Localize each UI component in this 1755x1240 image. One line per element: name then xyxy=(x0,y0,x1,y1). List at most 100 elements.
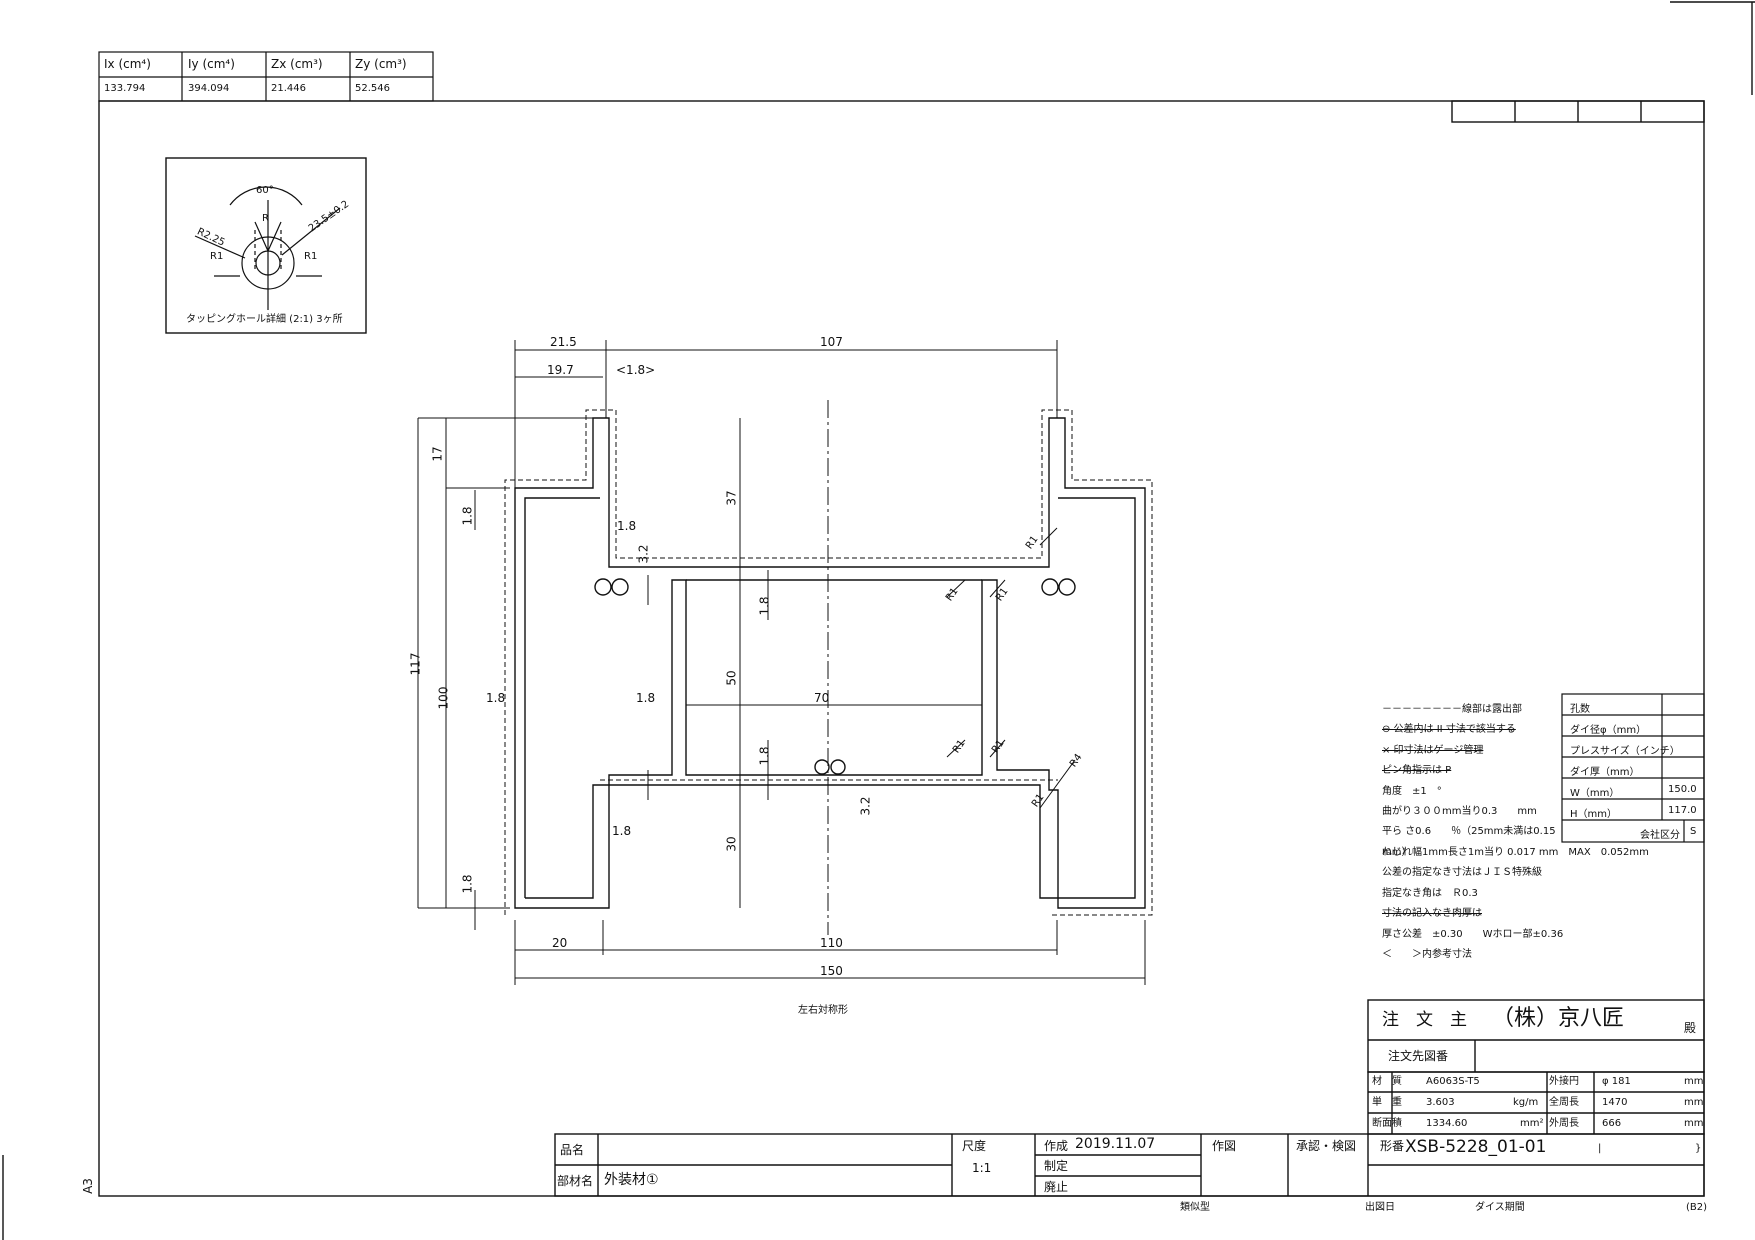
spec-label: ダイ厚（mm） xyxy=(1570,767,1640,778)
gap-2: 3.2 xyxy=(858,796,873,816)
area-label: 断面積 xyxy=(1372,1118,1402,1129)
thk-8: 1.8 xyxy=(460,874,475,894)
thk-4: 1.8 xyxy=(486,691,506,705)
note-line: ＜ ＞内参考寸法 xyxy=(1382,949,1472,961)
note-line: 厚さ公差 ±0.30 Wホロー部±0.36 xyxy=(1382,928,1564,940)
spec-grid xyxy=(1561,693,1705,843)
exposed-outline xyxy=(504,409,1153,916)
model-tail-1: | xyxy=(1598,1143,1602,1154)
outer-value: 666 xyxy=(1602,1118,1622,1129)
dim-20: 20 xyxy=(552,936,568,950)
perimeter-value: 1470 xyxy=(1602,1097,1628,1108)
dim-21-5: 21.5 xyxy=(550,335,577,349)
area-value: 1334.60 xyxy=(1426,1118,1468,1129)
paper-size: A3 xyxy=(80,1178,95,1194)
zy-value: 52.546 xyxy=(355,83,390,94)
scale-label: 尺度 xyxy=(962,1139,987,1153)
spec-label: H（mm） xyxy=(1570,809,1618,820)
outer-unit: mm xyxy=(1684,1118,1704,1129)
part-name-value: 外装材① xyxy=(604,1172,659,1188)
dim-37: 37 xyxy=(724,490,739,506)
dimension-lines xyxy=(417,340,1146,985)
general-notes-2: ねじれ幅1mm長さ1m当り 0.017 mm MAX 0.052mm 公差の指定… xyxy=(1382,843,1649,965)
symmetry-note: 左右対称形 xyxy=(798,1005,848,1016)
note-line: 寸法の記入なき肉厚は xyxy=(1382,908,1482,920)
iy-value: 394.094 xyxy=(188,83,230,94)
ix-header: Ix (cm⁴) xyxy=(104,57,151,71)
gap-1: 3.2 xyxy=(636,544,651,564)
dim-19-7: 19.7 xyxy=(547,363,574,377)
dim-50: 50 xyxy=(724,670,739,686)
zy-header: Zy (cm³) xyxy=(355,57,407,71)
approved-label: 承認・検図 xyxy=(1296,1139,1357,1153)
drawing-no-label: 注文先図番 xyxy=(1388,1049,1449,1063)
detail-box xyxy=(165,157,367,334)
weight-value: 3.603 xyxy=(1426,1097,1455,1108)
thk-3: 1.8 xyxy=(757,596,772,616)
thk-1: 1.8 xyxy=(460,506,475,526)
note-line: ねじれ幅1mm長さ1m当り 0.017 mm MAX 0.052mm xyxy=(1382,847,1649,858)
die-period-label: ダイス期間 xyxy=(1475,1202,1525,1213)
note-line: ⊖ 公差内は II 寸法で該当する xyxy=(1382,724,1516,736)
general-notes: －－－－－－－－線部は露出部 ⊖ 公差内は II 寸法で該当する × 印寸法はゲ… xyxy=(1382,700,1557,863)
profile-outline xyxy=(514,417,1146,909)
item-name-label: 品名 xyxy=(560,1143,585,1157)
client-name: （株）京八匠 xyxy=(1492,1006,1625,1031)
area-unit: mm² xyxy=(1520,1118,1544,1129)
note-line: × 印寸法はゲージ管理 xyxy=(1382,744,1484,756)
circ-label: 外接円 xyxy=(1549,1076,1579,1087)
outer-label: 外周長 xyxy=(1549,1118,1579,1129)
note-line: 公差の指定なき寸法はＪＩＳ特殊級 xyxy=(1382,867,1542,879)
dim-110: 110 xyxy=(820,936,843,950)
enacted-label: 制定 xyxy=(1044,1159,1069,1173)
note-line: －－－－－－－－線部は露出部 xyxy=(1382,704,1522,715)
mat-value: A6063S-T5 xyxy=(1426,1076,1480,1087)
abolished-label: 廃止 xyxy=(1044,1180,1069,1194)
spec-label: プレスサイズ（インチ） xyxy=(1570,746,1680,757)
model-tail-2: } xyxy=(1695,1143,1702,1154)
similar-label: 類似型 xyxy=(1180,1202,1210,1213)
perimeter-unit: mm xyxy=(1684,1097,1704,1108)
mat-label: 材 質 xyxy=(1372,1076,1402,1087)
client-suffix: 殿 xyxy=(1684,1021,1697,1035)
spec-label: 会社区分 xyxy=(1640,830,1680,841)
detail-r: R xyxy=(262,213,269,224)
spec-h-value: 117.0 xyxy=(1668,805,1697,816)
ix-value: 133.794 xyxy=(104,83,146,94)
thk-2: 1.8 xyxy=(617,519,637,533)
part-name-label: 部材名 xyxy=(557,1174,594,1188)
dim-30: 30 xyxy=(724,836,739,852)
note-line: 曲がり３００mm当り0.3 mm xyxy=(1382,806,1537,818)
section-props-grid xyxy=(98,51,434,102)
created-label: 作成 xyxy=(1044,1139,1069,1153)
weight-label: 単 重 xyxy=(1372,1097,1402,1108)
zx-header: Zx (cm³) xyxy=(271,57,323,71)
dim-117: 117 xyxy=(408,652,423,676)
circ-unit: mm xyxy=(1684,1076,1704,1087)
detail-r1-left: R1 xyxy=(210,251,224,262)
spec-w-value: 150.0 xyxy=(1668,784,1697,795)
note-line: 角度 ±1 ° xyxy=(1382,785,1442,797)
detail-caption: タッピングホール詳細 (2:1) 3ヶ所 xyxy=(186,314,343,325)
thk-6: 1.8 xyxy=(757,746,772,766)
spec-label: W（mm） xyxy=(1570,788,1620,799)
dim-17: 17 xyxy=(430,446,445,462)
detail-r1-right: R1 xyxy=(304,251,318,262)
title-block-grid xyxy=(554,999,1705,1197)
spec-label: ダイ径φ（mm） xyxy=(1570,725,1647,736)
thk-7: 1.8 xyxy=(612,824,632,838)
model-label: 形番 xyxy=(1380,1139,1405,1153)
dim-100: 100 xyxy=(436,686,451,710)
note-line: ピン角指示は P xyxy=(1382,765,1452,777)
model-number: XSB-5228_01-01 xyxy=(1405,1137,1547,1157)
circ-value: φ 181 xyxy=(1602,1076,1631,1087)
spec-company-value: S xyxy=(1690,826,1697,837)
scale-value: 1:1 xyxy=(972,1161,992,1175)
spec-label: 孔数 xyxy=(1570,704,1590,715)
tapping-hole-detail xyxy=(194,186,341,310)
issue-date-label: 出図日 xyxy=(1365,1202,1395,1213)
spec-labels: 孔数 ダイ径φ（mm） プレスサイズ（インチ） ダイ厚（mm） W（mm） H（… xyxy=(1570,699,1680,846)
dim-150: 150 xyxy=(820,964,843,978)
zx-value: 21.446 xyxy=(271,83,306,94)
